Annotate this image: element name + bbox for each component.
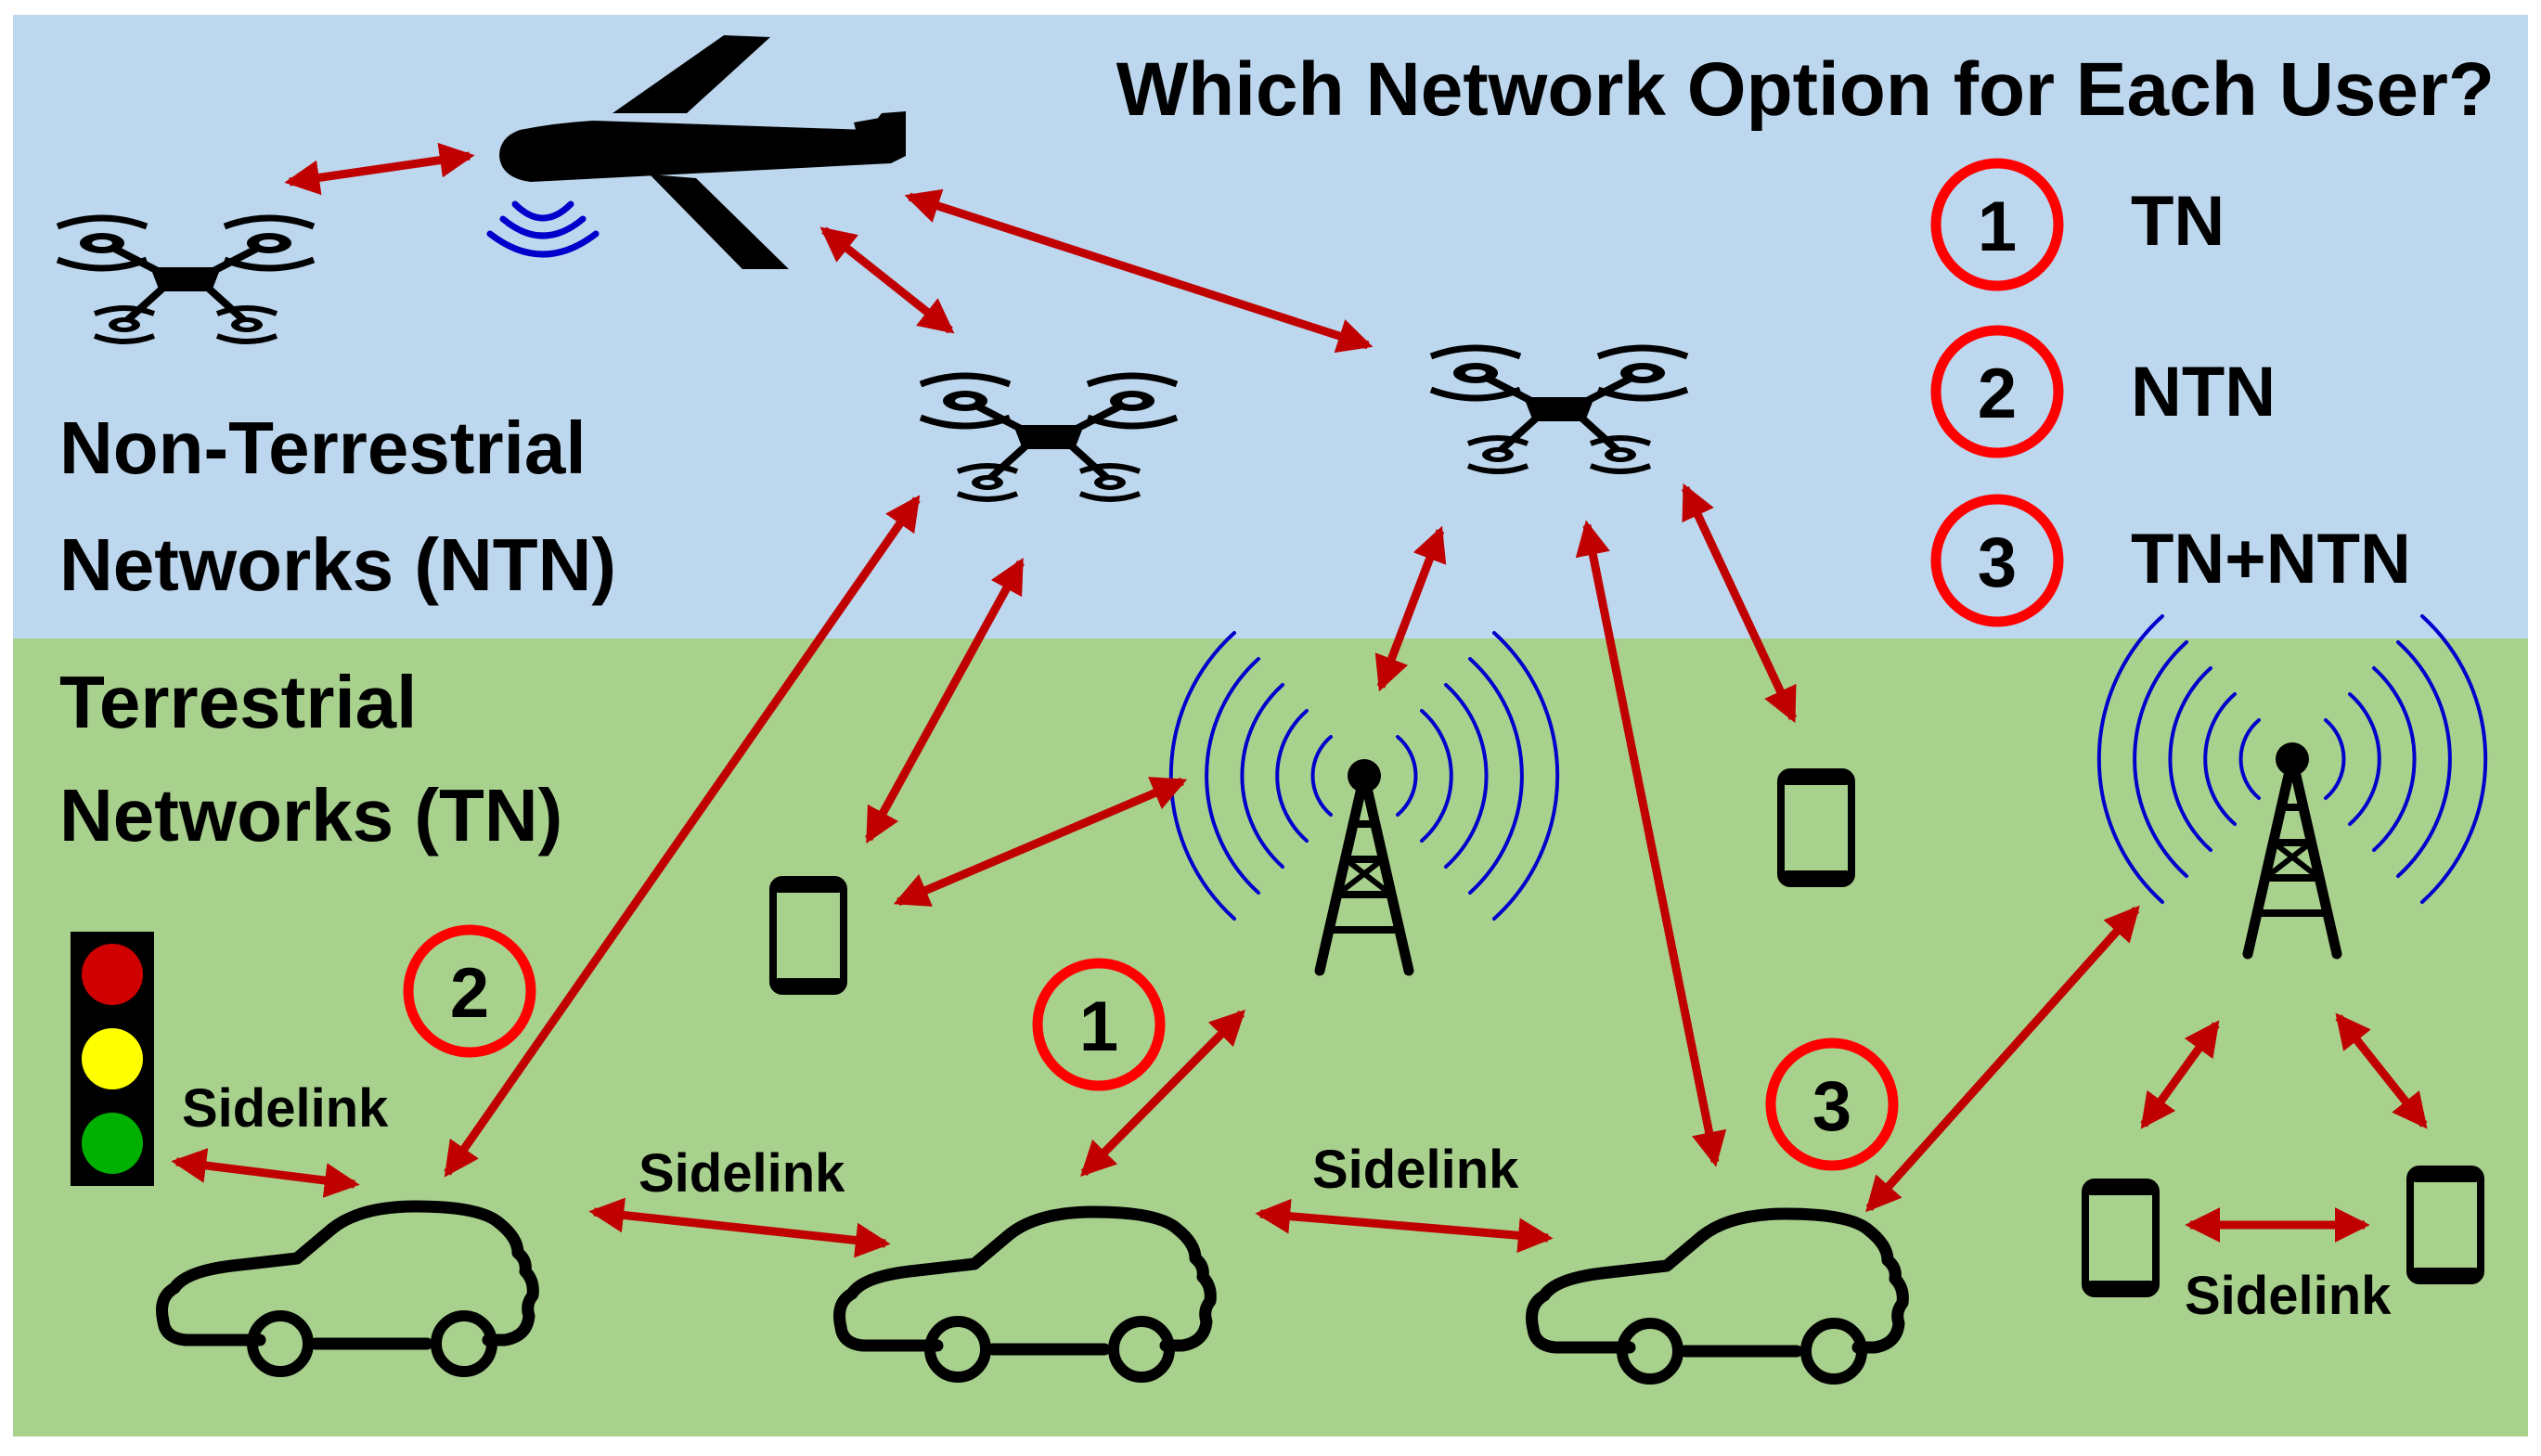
link-arrow <box>444 495 921 1178</box>
legend-label: TN+NTN <box>2131 520 2411 599</box>
legend-ring <box>1930 325 2064 458</box>
sidelink-arrow <box>171 1148 360 1198</box>
link-arrow <box>2335 1012 2428 1129</box>
traffic-light-icon <box>71 932 154 1186</box>
tn-label-line1: Terrestrial <box>59 661 417 743</box>
legend-label: TN <box>2131 182 2225 261</box>
link-arrow <box>2140 1020 2220 1129</box>
legend-number: 1 <box>1978 187 2017 266</box>
diagram-title: Which Network Option for Each User? <box>1116 47 2495 132</box>
sidelink-arrow <box>588 1197 891 1258</box>
link-arrow <box>284 142 475 196</box>
sidelink-label: Sidelink <box>638 1143 845 1204</box>
legend-number: 2 <box>1978 354 2017 433</box>
legend: 1 TN 2 NTN 3 TN+NTN <box>1930 158 2411 627</box>
signal-icon <box>486 200 600 258</box>
legend-ring <box>1930 158 2064 291</box>
legend-item-tn-ntn: 3 TN+NTN <box>1930 494 2411 627</box>
ntn-label-line2: Networks (NTN) <box>59 523 616 606</box>
sidelink-label: Sidelink <box>182 1078 389 1139</box>
legend-item-tn: 1 TN <box>1930 158 2225 291</box>
car-marker-number: 3 <box>1812 1067 1851 1146</box>
sidelink-label: Sidelink <box>2185 1266 2392 1326</box>
airplane-icon <box>486 35 906 269</box>
tn-label-line2: Networks (TN) <box>59 774 562 857</box>
links <box>171 142 2428 1258</box>
link-arrow <box>1681 483 1798 724</box>
link-arrow <box>904 188 1374 354</box>
car-marker-number: 2 <box>450 954 489 1033</box>
link-arrow <box>1575 520 1727 1167</box>
legend-item-ntn: 2 NTN <box>1930 325 2276 458</box>
ntn-label-line1: Non-Terrestrial <box>59 406 587 489</box>
legend-ring <box>1930 494 2064 627</box>
link-arrow <box>893 777 1188 907</box>
sidelink-label: Sidelink <box>1312 1140 1519 1200</box>
link-arrow <box>1865 905 2140 1213</box>
link-arrow <box>1080 1009 1245 1178</box>
link-arrow <box>1374 525 1447 692</box>
sidelink-arrow <box>1255 1198 1554 1254</box>
tn-ground-region <box>13 638 2528 1437</box>
car-marker-number: 1 <box>1079 987 1118 1066</box>
legend-number: 3 <box>1978 523 2017 602</box>
legend-label: NTN <box>2131 353 2276 432</box>
